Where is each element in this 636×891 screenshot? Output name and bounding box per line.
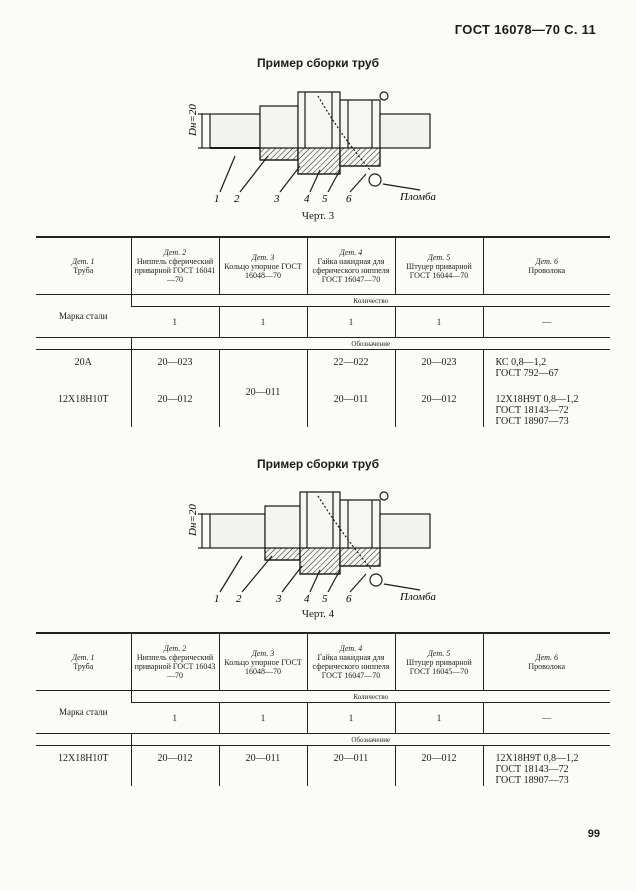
table-cell: 20—012 — [394, 745, 483, 786]
part-number: 4 — [304, 193, 310, 205]
quantity-cell: 1 — [306, 702, 395, 734]
part-number: 3 — [275, 593, 282, 605]
figure-title-3: Пример сборки труб — [257, 56, 379, 70]
steel-grade: 12Х18Н10Т — [57, 394, 109, 405]
table-cell: 20—011 — [306, 387, 395, 427]
table-cell: 20—012 — [130, 387, 219, 427]
quantity-cell: 1 — [394, 702, 483, 734]
part-number: 3 — [273, 193, 280, 205]
quantity-cell: — — [482, 306, 610, 338]
quantity-label: Количество — [130, 294, 610, 307]
quantity-cell: 1 — [218, 306, 307, 338]
part-number: 2 — [236, 593, 242, 605]
dimension-label: Dн=20 — [187, 504, 199, 537]
seal-label: Пломба — [399, 191, 437, 203]
table-cell: 20—012 — [130, 745, 219, 786]
steel-label: Марка стали — [36, 690, 131, 734]
quantity-cell: — — [482, 702, 610, 734]
figure-title-4: Пример сборки труб — [257, 457, 379, 471]
steel-label: Марка стали — [36, 294, 131, 338]
quantity-label: Количество — [130, 690, 610, 703]
quantity-cell: 1 — [218, 702, 307, 734]
steel-grade: 20А — [36, 349, 131, 387]
designation-label: Обозначение — [130, 733, 610, 746]
table-cell: 20—011 — [306, 745, 395, 786]
assembly-drawing-4: Dн=20 1 2 3 4 5 6 Пломба — [187, 491, 437, 605]
dimension-label: Dн=20 — [187, 104, 199, 137]
part-number: 6 — [346, 193, 352, 205]
page-number: 99 — [587, 828, 600, 840]
table-cell: КС 0,8—1,2 ГОСТ 792—67 — [482, 349, 610, 387]
steel-grade: 12Х18Н10Т — [36, 745, 131, 786]
quantity-cell: 1 — [306, 306, 395, 338]
table-cell: 12Х18Н9Т 0,8—1,2 ГОСТ 18143—72 ГОСТ 1890… — [482, 387, 610, 427]
figure-caption-3: Черт. 3 — [301, 210, 335, 222]
table-cell: 12Х18Н9Т 0,8—1,2 ГОСТ 18143—72 ГОСТ 1890… — [482, 745, 610, 786]
table-cell: 22—022 — [306, 349, 395, 387]
quantity-cell: 1 — [131, 702, 219, 734]
part-number: 1 — [214, 193, 220, 205]
assembly-drawing-3: Dн=20 1 2 3 4 5 6 Пломба — [187, 91, 437, 205]
quantity-cell: 1 — [394, 306, 483, 338]
part-number: 5 — [322, 593, 328, 605]
designation-label: Обозначение — [130, 337, 610, 350]
table-cell: 20—012 — [394, 387, 483, 427]
table-cell: 20—023 — [130, 349, 219, 387]
quantity-cell: 1 — [131, 306, 219, 338]
part-number: 5 — [322, 193, 328, 205]
part-number: 6 — [346, 593, 352, 605]
figure-caption-4: Черт. 4 — [301, 608, 335, 620]
table-cell: 20—023 — [394, 349, 483, 387]
seal-label: Пломба — [399, 591, 437, 603]
document-header: ГОСТ 16078—70 С. 11 — [454, 22, 596, 37]
part-number: 1 — [214, 593, 220, 605]
part-number: 4 — [304, 593, 310, 605]
table-cell: 20—011 — [218, 349, 307, 427]
table-cell: 20—011 — [218, 745, 307, 786]
part-number: 2 — [234, 193, 240, 205]
